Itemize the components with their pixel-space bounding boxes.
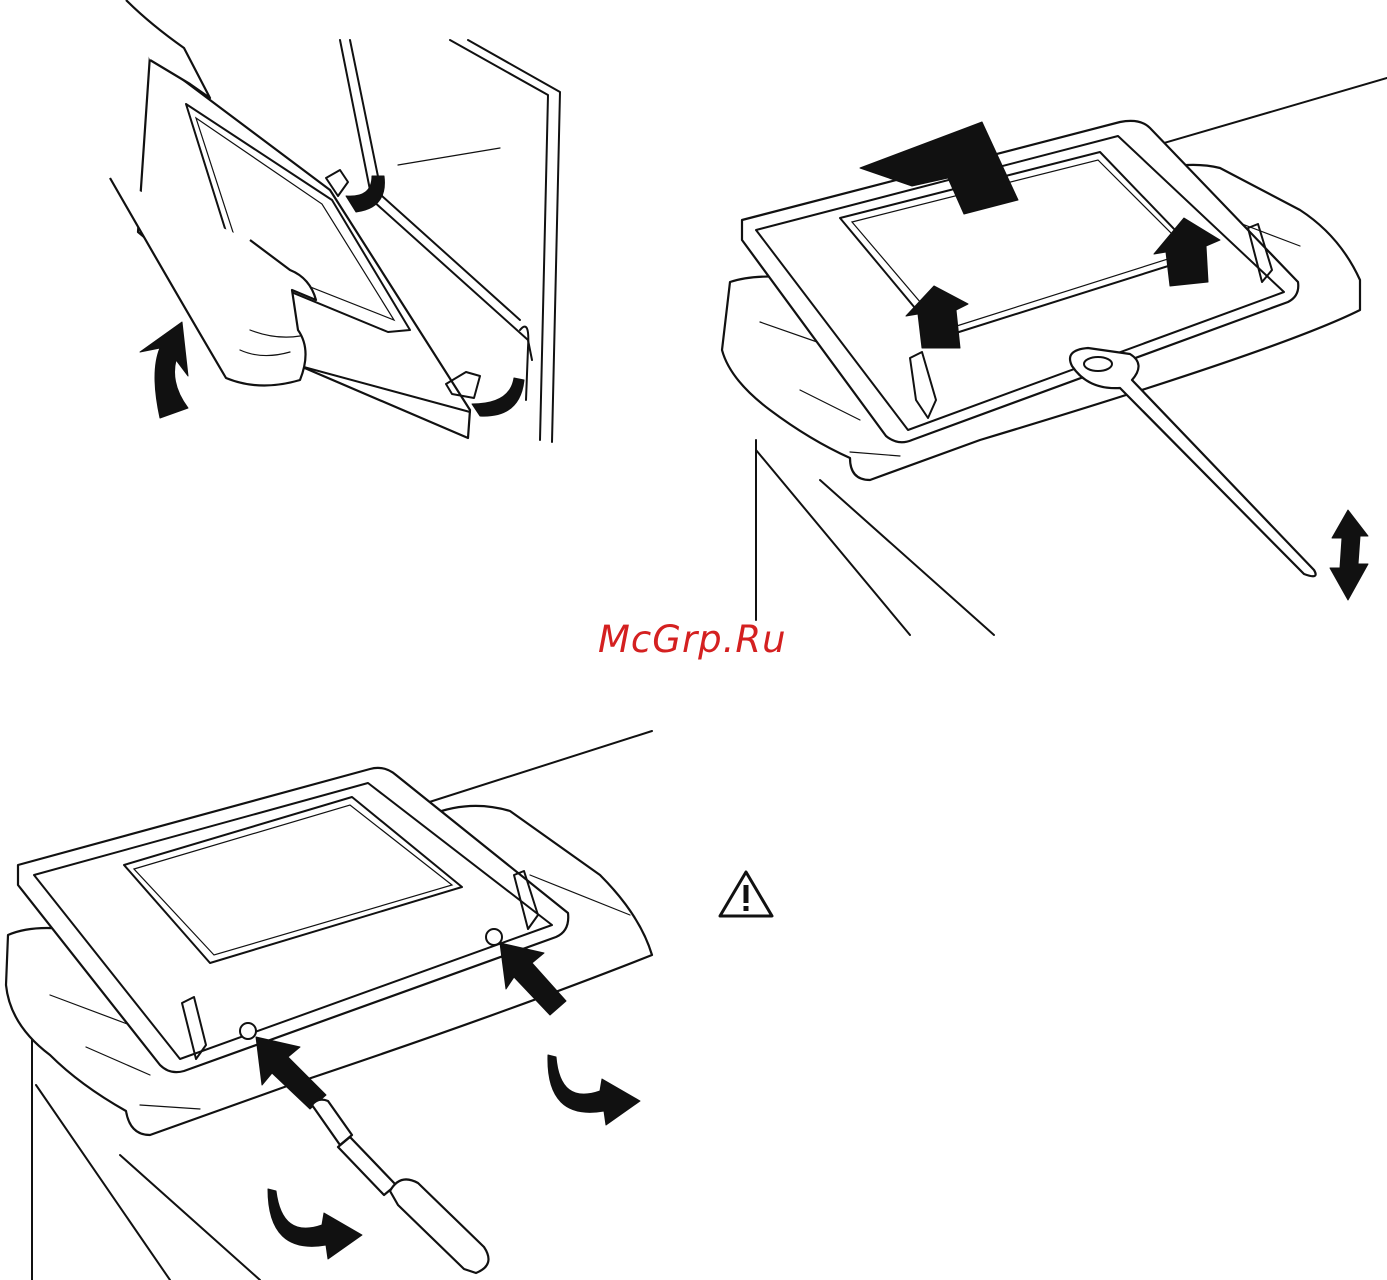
glass-screw-removal-figure	[0, 725, 700, 1280]
inner-glass-removal-figure	[700, 60, 1387, 640]
warning-triangle-icon	[716, 868, 776, 922]
door-removal-figure	[0, 0, 700, 460]
watermark: McGrp.Ru	[598, 618, 787, 661]
